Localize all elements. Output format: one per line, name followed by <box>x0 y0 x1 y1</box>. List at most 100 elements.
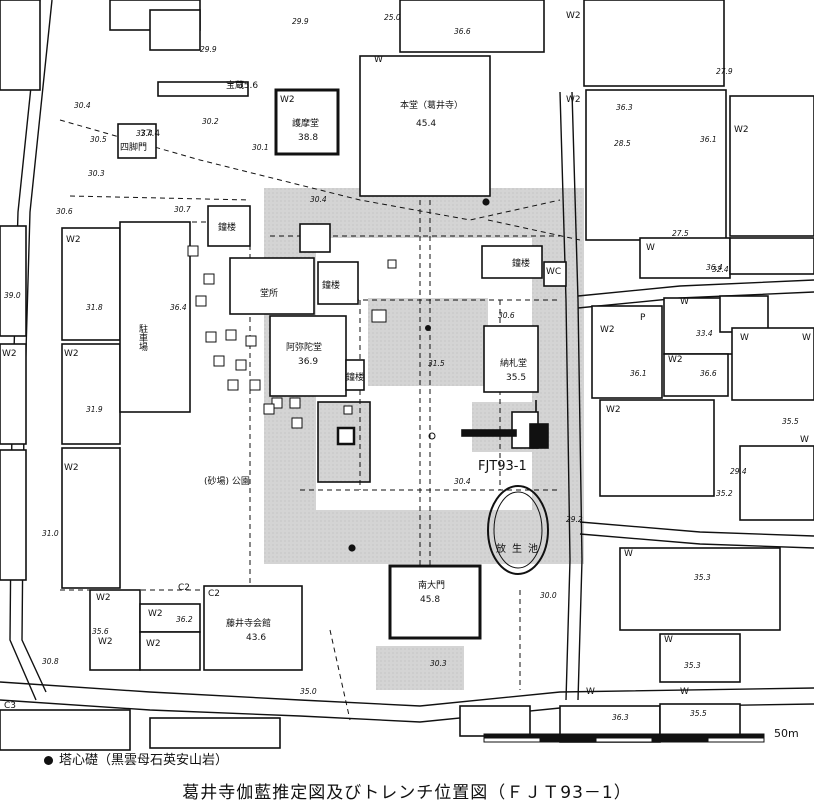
elevation-spot: 27.5 <box>672 229 689 238</box>
elevation-spot: 30.4 <box>310 195 327 204</box>
trench-fjt93-1 <box>461 400 549 449</box>
hozo-building <box>157 81 249 97</box>
w2-label: W2 <box>148 609 163 619</box>
hondo-label: 本堂（葛井寺） <box>400 99 463 111</box>
w-label: W <box>624 549 633 559</box>
hokedo-label: 護摩堂 <box>292 117 319 129</box>
kairo-label: 鐘楼 <box>322 279 340 291</box>
w-label: W <box>680 687 689 697</box>
w2-label: W2 <box>96 593 111 603</box>
hall-se-label: 鐘楼 <box>346 371 364 383</box>
hall-se-building <box>345 359 365 391</box>
w-label: W <box>800 435 809 445</box>
w2-label: W2 <box>98 637 113 647</box>
jizodo-building <box>229 257 315 315</box>
hokedo-elevation: 38.8 <box>298 133 318 143</box>
shoro-label: 鐘楼 <box>218 221 236 233</box>
nandaimon-building <box>388 564 482 640</box>
elevation-spot: 25.0 <box>384 13 401 22</box>
w2-label: W2 <box>2 349 17 359</box>
elevation-spot: 30.2 <box>202 117 219 126</box>
scale-label: 50m <box>774 727 799 740</box>
w2-label: W2 <box>280 95 295 105</box>
shishumon-building <box>117 123 157 159</box>
bldg-398 <box>481 245 543 279</box>
parking-p-label: P <box>640 313 646 323</box>
elevation-spot: 36.3 <box>616 103 633 112</box>
w2-label: W2 <box>566 11 581 21</box>
elevation-spot: 30.6 <box>498 311 515 320</box>
trench-label: FJT93-1 <box>478 459 527 474</box>
nokyodo-elevation: 35.5 <box>506 373 526 383</box>
legend: 塔心礎（黒雲母石英安山岩） <box>44 749 228 768</box>
amidado-label: 阿弥陀堂 <box>286 341 322 353</box>
w2-label: W2 <box>668 355 683 365</box>
pond-label: 放生池 <box>496 542 544 555</box>
c3-label: C3 <box>4 701 16 711</box>
w2-label: W2 <box>606 405 621 415</box>
w-label: W <box>802 333 811 343</box>
elevation-spot: 31.0 <box>42 529 59 538</box>
bldg-398-label: 鐘楼 <box>512 257 530 269</box>
kaikan-elevation: 43.6 <box>246 633 266 643</box>
shoro-building <box>207 205 251 247</box>
hokedo-building <box>274 88 340 156</box>
elevation-spot: 36.4 <box>170 303 187 312</box>
parking-label: 駐車場 <box>137 323 148 352</box>
elevation-spot: 29.9 <box>292 17 309 26</box>
nandaimon-elevation: 45.8 <box>420 595 440 605</box>
elevation-spot: 33.4 <box>696 329 713 338</box>
grave-markers <box>187 245 397 429</box>
elevation-spot: 35.3 <box>684 661 701 670</box>
tower-foundation-markers <box>348 198 490 552</box>
wc-label: WC <box>546 267 561 277</box>
elevation-spot: 36.1 <box>700 135 717 144</box>
tower-base <box>317 401 371 483</box>
elevation-spot: 30.0 <box>540 591 557 600</box>
w-label: W <box>680 297 689 307</box>
elevation-spot: 29.2 <box>566 515 583 524</box>
elevation-spot: 35.0 <box>300 687 317 696</box>
elevation-spot: 36.4 <box>706 263 723 272</box>
hondo-elevation: 45.4 <box>416 119 436 129</box>
w2-label: W2 <box>64 463 79 473</box>
w2-label: W2 <box>566 95 581 105</box>
elevation-spot: 30.4 <box>74 101 91 110</box>
w2-label: W2 <box>734 125 749 135</box>
elevation-spot: 30.5 <box>90 135 107 144</box>
hozo-elevation: 35.6 <box>238 81 258 91</box>
elevation-spot: 30.7 <box>174 205 191 214</box>
hondo-building <box>359 55 491 197</box>
amidado-elevation: 36.9 <box>298 357 318 367</box>
wc-building <box>543 261 567 287</box>
elevation-spot: 31.5 <box>428 359 445 368</box>
elevation-spot: 27.9 <box>716 67 733 76</box>
jizodo-label: 堂所 <box>260 287 278 299</box>
elevation-spot: 35.6 <box>92 627 109 636</box>
elevation-spot: 31.9 <box>86 405 103 414</box>
kairo-building <box>317 261 359 305</box>
w2-label: W2 <box>146 639 161 649</box>
nokyodo-building <box>483 325 539 393</box>
elevation-spot: 30.3 <box>430 659 447 668</box>
elevation-spot: 35.5 <box>690 709 707 718</box>
elevation-spot: 36.6 <box>454 27 471 36</box>
elevation-spot: 36.6 <box>700 369 717 378</box>
w2-label: W2 <box>66 235 81 245</box>
c2-label: C2 <box>178 583 190 593</box>
elevation-spot: 37.4 <box>136 129 153 138</box>
bldg-ne <box>299 223 331 253</box>
pond <box>487 485 549 575</box>
estimated-precinct-shading <box>264 148 584 690</box>
elevation-spot: 30.3 <box>88 169 105 178</box>
elevation-spot: 30.4 <box>454 477 471 486</box>
elevation-spot: 32.4 <box>712 265 729 274</box>
elevation-spot: 36.1 <box>630 369 647 378</box>
shishumon-elevation: 37.4 <box>140 129 160 139</box>
w-label: W <box>374 55 383 65</box>
buildings <box>0 0 814 751</box>
nandaimon-label: 南大門 <box>418 579 445 591</box>
elevation-spot: 29.9 <box>200 45 217 54</box>
w-label: W <box>586 687 595 697</box>
